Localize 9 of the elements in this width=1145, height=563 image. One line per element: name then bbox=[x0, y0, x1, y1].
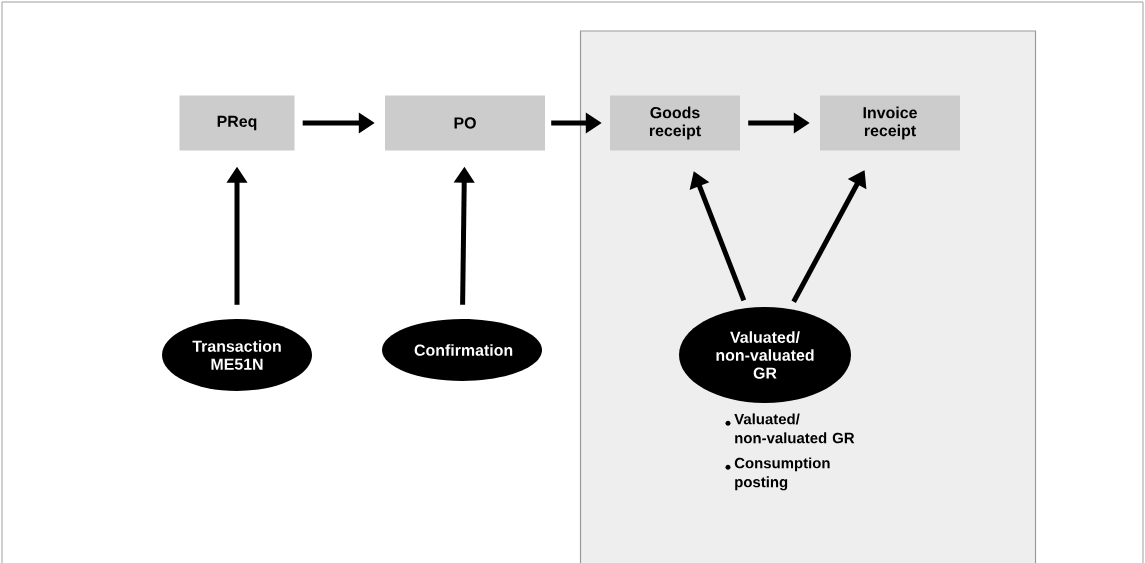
process-box: PO bbox=[385, 95, 545, 151]
process-box: Goods receipt bbox=[610, 95, 740, 151]
oval-node: Valuated/ non-valuated GR bbox=[679, 307, 851, 403]
bullet-text: Valuated/ non-valuated GR bbox=[734, 413, 855, 444]
oval-node: Transaction ME51N bbox=[162, 319, 312, 391]
process-box: Invoice receipt bbox=[820, 95, 960, 151]
bullet-text: Consumption posting bbox=[734, 457, 830, 491]
process-box: PReq bbox=[179, 95, 295, 151]
oval-node: Confirmation bbox=[382, 319, 542, 381]
